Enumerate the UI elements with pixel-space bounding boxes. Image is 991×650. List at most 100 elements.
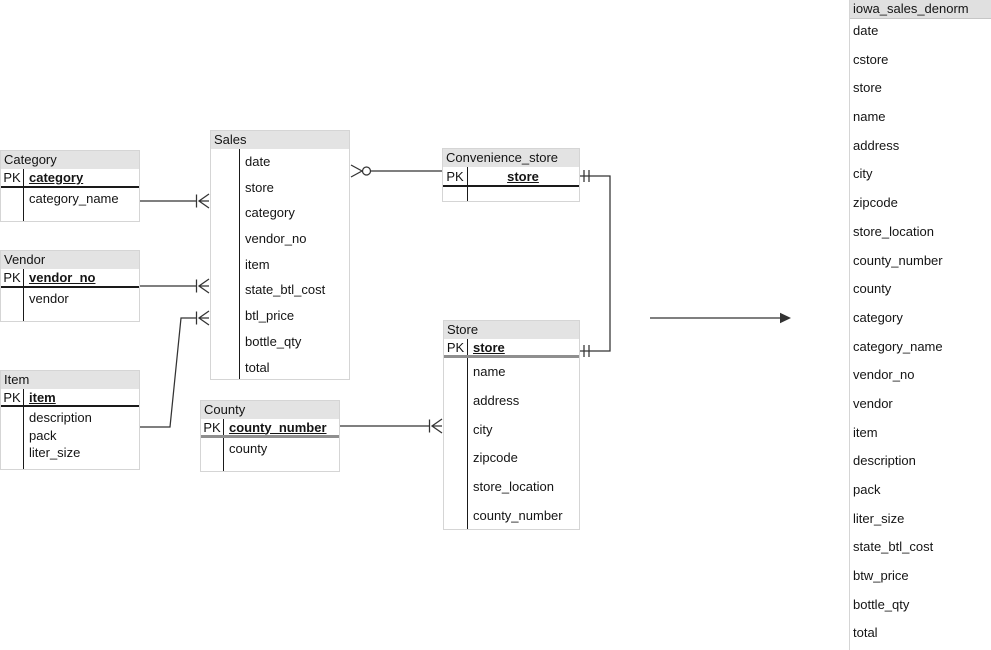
pk-column-divider xyxy=(23,169,24,221)
pk-label: PK xyxy=(203,419,221,435)
pk-field: item xyxy=(29,389,56,405)
denorm-field: date xyxy=(853,23,879,38)
entity-body: PK category category_name xyxy=(1,169,139,221)
pk-column-divider xyxy=(467,167,468,201)
attribute: vendor_no xyxy=(245,231,307,247)
attribute: liter_size xyxy=(29,445,81,460)
attribute: city xyxy=(473,421,493,437)
pk-row: PK category xyxy=(1,169,139,188)
pk-field: vendor_no xyxy=(29,270,96,285)
attribute: date xyxy=(245,154,271,169)
pk-field: county_number xyxy=(229,419,327,435)
arrowhead-icon xyxy=(780,312,791,324)
denorm-table-panel[interactable]: iowa_sales_denorm date cstore store name add… xyxy=(849,0,991,650)
pk-column-divider xyxy=(239,149,240,379)
entity-title: Category xyxy=(1,151,139,169)
attribute: bottle_qty xyxy=(245,333,302,349)
denorm-field: store xyxy=(853,80,882,96)
attribute: btl_price xyxy=(245,308,295,324)
attribute: item xyxy=(245,256,270,272)
relationship-convenience-store-store[interactable] xyxy=(580,170,611,357)
denorm-field: name xyxy=(853,109,886,125)
pk-field: store xyxy=(473,339,505,355)
relationship-category-sales[interactable] xyxy=(140,193,210,209)
denorm-field: store_location xyxy=(853,223,934,239)
attribute-list: vendor xyxy=(1,288,139,308)
denorm-field: address xyxy=(853,137,900,153)
pk-label: PK xyxy=(3,170,21,185)
pk-label: PK xyxy=(446,339,465,355)
entity-title: County xyxy=(201,401,339,419)
pk-label: PK xyxy=(3,270,21,285)
pk-column-divider xyxy=(223,419,224,471)
attribute: store xyxy=(245,179,274,195)
denorm-field: btw_price xyxy=(853,568,909,584)
denorm-field: zipcode xyxy=(853,195,898,211)
denorm-field: county_number xyxy=(853,252,943,268)
denorm-field: total xyxy=(853,625,878,641)
zero-cardinality-circle-icon xyxy=(361,166,372,176)
attribute: county xyxy=(229,441,268,456)
pk-column-divider xyxy=(23,269,24,321)
entity-title: Convenience_store xyxy=(443,149,579,167)
relationship-item-sales[interactable] xyxy=(140,310,210,428)
pk-column-divider xyxy=(467,339,468,529)
pk-row: PK item xyxy=(1,389,139,407)
denorm-field: cstore xyxy=(853,51,889,67)
denorm-field: pack xyxy=(853,482,881,497)
attribute: description xyxy=(29,410,92,425)
attribute: state_btl_cost xyxy=(245,282,326,298)
attribute: address xyxy=(473,392,520,408)
relationship-sales-convenience-store[interactable] xyxy=(350,164,442,178)
pk-field: category xyxy=(29,170,84,185)
denorm-field: county xyxy=(853,281,892,297)
entity-title: Store xyxy=(444,321,579,339)
attribute: vendor xyxy=(29,291,69,306)
attribute: store_location xyxy=(473,479,554,495)
attribute-list: description pack liter_size xyxy=(1,407,139,462)
pk-row: PK store xyxy=(444,339,579,358)
pk-label: PK xyxy=(446,168,464,184)
attribute: total xyxy=(245,359,270,375)
relationship-vendor-sales[interactable] xyxy=(140,278,210,294)
attribute: county_number xyxy=(473,507,563,523)
entity-body: PK item description pack liter_size xyxy=(1,389,139,469)
denorm-field: category xyxy=(853,309,903,325)
attribute: zipcode xyxy=(473,450,518,466)
denorm-field: bottle_qty xyxy=(853,596,910,612)
attribute-list: category_name xyxy=(1,188,139,208)
pk-column-divider xyxy=(23,389,24,469)
entity-title: Vendor xyxy=(1,251,139,269)
attribute: category_name xyxy=(29,191,119,206)
entity-title: Sales xyxy=(211,131,349,149)
denorm-field: vendor_no xyxy=(853,367,915,383)
attribute: pack xyxy=(29,427,57,443)
denorm-table-title: iowa_sales_denorm xyxy=(850,0,991,19)
pk-row: PK county_number xyxy=(201,419,339,438)
pk-label: PK xyxy=(3,389,21,405)
denorm-field: city xyxy=(853,166,873,182)
relationship-county-store[interactable] xyxy=(340,418,443,434)
pk-field: store xyxy=(507,168,539,184)
denorm-field: state_btl_cost xyxy=(853,539,934,555)
attribute: category xyxy=(245,205,295,221)
attribute-list: county xyxy=(201,438,339,458)
denorm-field: description xyxy=(853,453,916,469)
denorm-flow-arrow[interactable] xyxy=(650,312,791,324)
pk-row: PK vendor_no xyxy=(1,269,139,288)
